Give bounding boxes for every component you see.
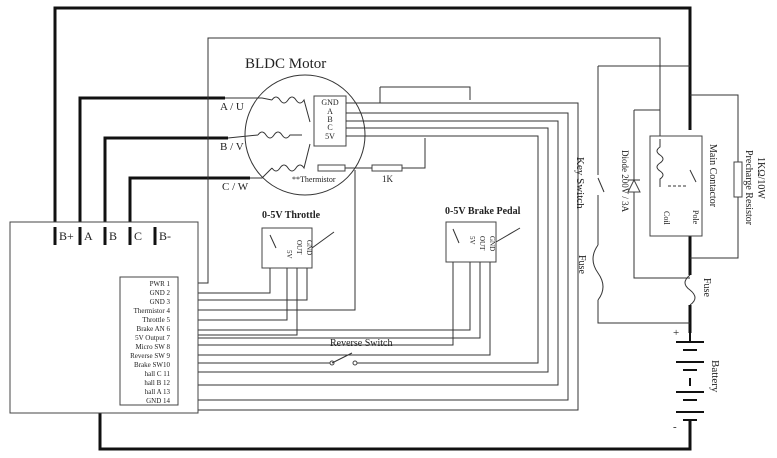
terminal-label: B+ [59,229,74,243]
throttle: 0-5V Throttle 5V OUT GND [261,210,335,269]
winding-u-icon [271,96,311,123]
battery-minus-label: - [673,421,677,433]
contactor-pole-icon [689,169,697,183]
diode-icon [627,178,641,193]
thermistor-label: **Thermistor [292,175,336,184]
pin-label: GND 2 [150,289,171,297]
brake-switch-icon [452,228,460,244]
hall-sensor-block [313,95,347,147]
pin-label: Thermistor 4 [134,307,171,315]
throttle-pin-label: 5V [285,250,293,259]
key-switch-icon [597,177,605,193]
battery: + - Battery [673,327,721,433]
coil-label: Coil [662,211,671,226]
controller: B+ A B C B- PWR 1 GND 2 GND 3 Thermistor… [9,221,199,414]
controller-pin-block [119,276,179,406]
precharge-label: Precharge Resistor [743,150,754,226]
thermistor-icon [317,164,346,172]
precharge-resistor-icon [733,161,743,198]
contactor-coil-icon [656,139,664,187]
winding-v-icon [257,131,302,139]
pin-label: Reverse SW 9 [130,352,170,360]
contactor-label: Main Contactor [707,144,718,208]
key-switch-label: Key Switch [574,157,586,209]
hall-label: B [327,115,332,124]
terminal-label: B- [159,229,171,243]
pin-label: GND 14 [146,397,170,405]
pin-label: hall C 11 [145,370,171,378]
reverse-switch-label: Reverse Switch [330,338,393,349]
throttle-lever-icon [311,231,335,249]
terminal-label: C [134,229,142,243]
resistor-1k-icon [371,164,403,172]
throttle-body [261,227,313,269]
brake-pin-label: GND [488,236,496,251]
resistor-1k-label: 1K [382,174,394,184]
brake-pin-label: 5V [468,236,476,245]
motor-circle [244,74,366,196]
signal-wiring [178,37,739,411]
hall-label: C [327,123,332,132]
terminal-label: A [84,229,93,243]
main-contactor: Coil Pole Main Contactor [649,135,718,237]
pin-label: Brake SW10 [134,361,170,369]
phase-label-w: C / W [222,181,249,193]
pin-label: PWR 1 [150,280,171,288]
main-fuse-icon [684,274,696,306]
pin-label: Brake AN 6 [137,325,171,333]
brake-pedal: 0-5V Brake Pedal 5V OUT GND [445,206,521,263]
key-fuse-label: Fuse [576,255,587,274]
precharge-resistor: Precharge Resistor 1KΩ/10W [733,150,766,226]
winding-w-icon [271,143,311,172]
pin-label: hall A 13 [145,388,171,396]
brake-lever-icon [495,227,521,243]
motor-title: BLDC Motor [245,56,326,72]
throttle-title: 0-5V Throttle [262,210,321,221]
key-fuse-icon [592,244,604,301]
battery-label: Battery [709,360,721,393]
throttle-pin-label: GND [305,240,313,255]
throttle-pin-label: OUT [295,240,303,255]
hall-label: GND [321,98,339,107]
reverse-switch-icon [331,352,353,364]
controller-pin-labels: PWR 1 GND 2 GND 3 Thermistor 4 Throttle … [130,280,170,405]
precharge-value: 1KΩ/10W [755,157,766,199]
phase-label-u: A / U [220,101,244,113]
battery-plus-label: + [673,327,679,339]
main-fuse-label: Fuse [701,278,712,297]
key-switch: Key Switch Fuse [574,157,605,301]
brake-title: 0-5V Brake Pedal [445,206,521,217]
controller-terminals: B+ A B C B- [53,227,171,245]
brake-pin-label: OUT [478,236,486,251]
reverse-switch: Reverse Switch [329,338,393,366]
bldc-motor: BLDC Motor GND A B C 5V **Thermistor 1K … [220,56,403,196]
throttle-switch-icon [269,234,277,249]
hall-label: 5V [325,132,335,141]
diode: Diode 200V / 3A [620,150,641,213]
pole-label: Pole [691,210,700,225]
phase-label-v: B / V [220,141,244,153]
diode-label: Diode 200V / 3A [620,150,630,213]
pin-label: GND 3 [150,298,171,306]
pin-label: Throttle 5 [142,316,170,324]
pin-label: hall B 12 [144,379,170,387]
pin-label: Micro SW 8 [136,343,171,351]
pin-label: 5V Output 7 [135,334,170,342]
hall-label: A [327,107,333,116]
terminal-label: B [109,229,117,243]
main-fuse: Fuse [684,274,712,306]
